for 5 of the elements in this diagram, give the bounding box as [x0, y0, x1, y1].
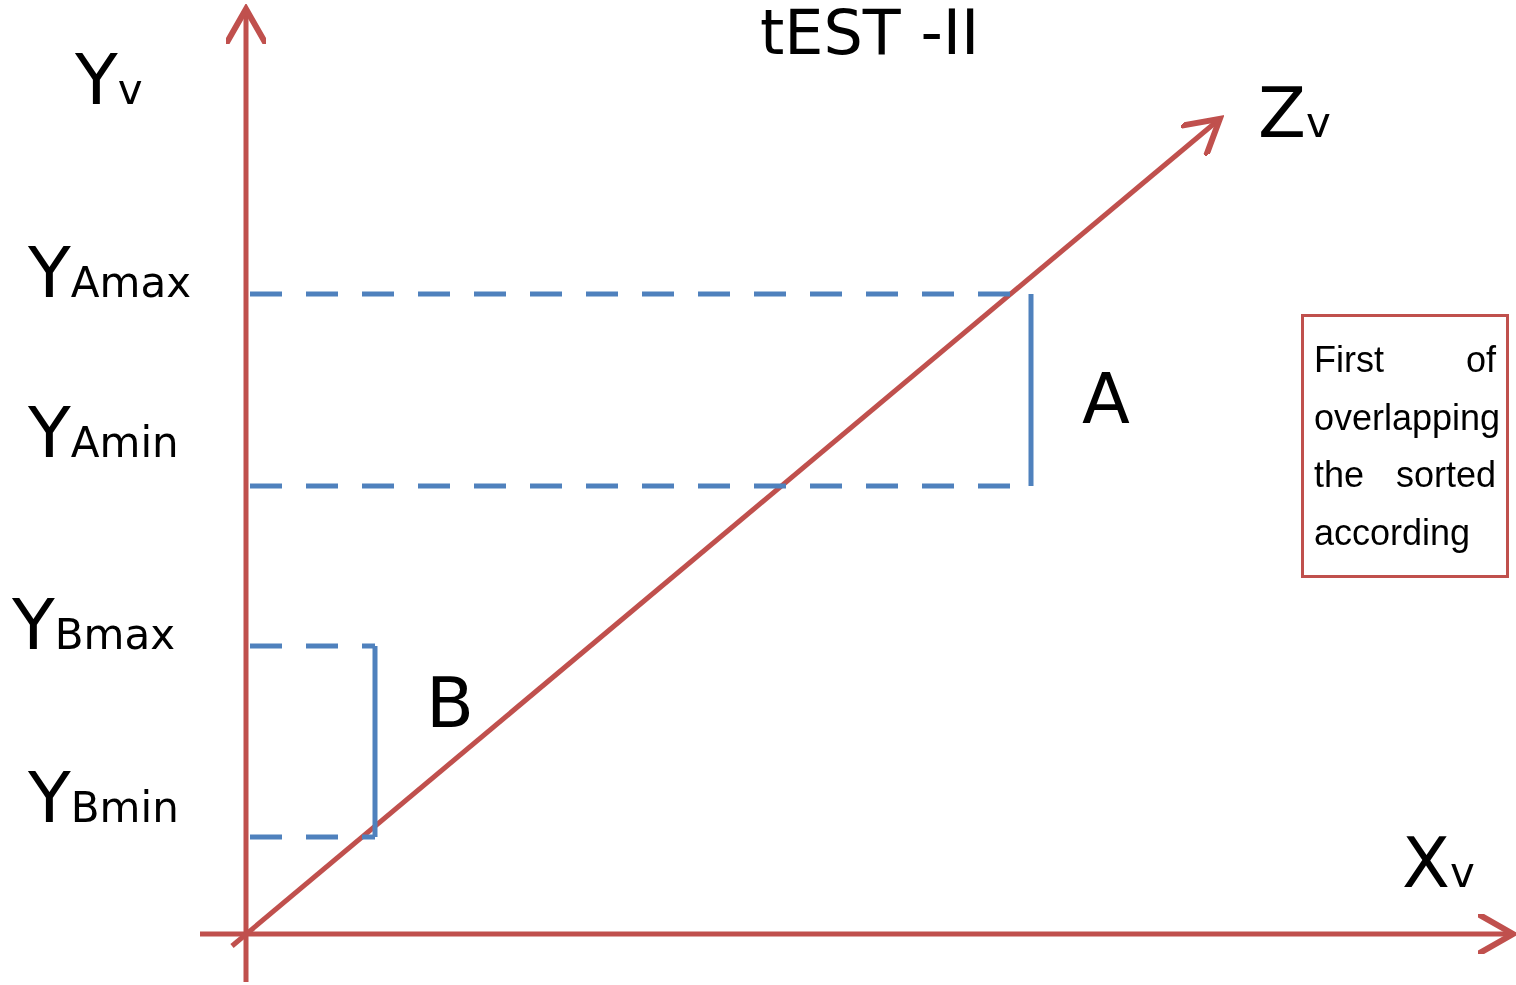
note-text: First of overlapping the sorted according: [1314, 338, 1496, 555]
note-box: [1301, 314, 1509, 579]
region-label: A: [1082, 364, 1130, 434]
region-label: B: [426, 668, 475, 738]
title: tEST -II: [760, 2, 980, 64]
